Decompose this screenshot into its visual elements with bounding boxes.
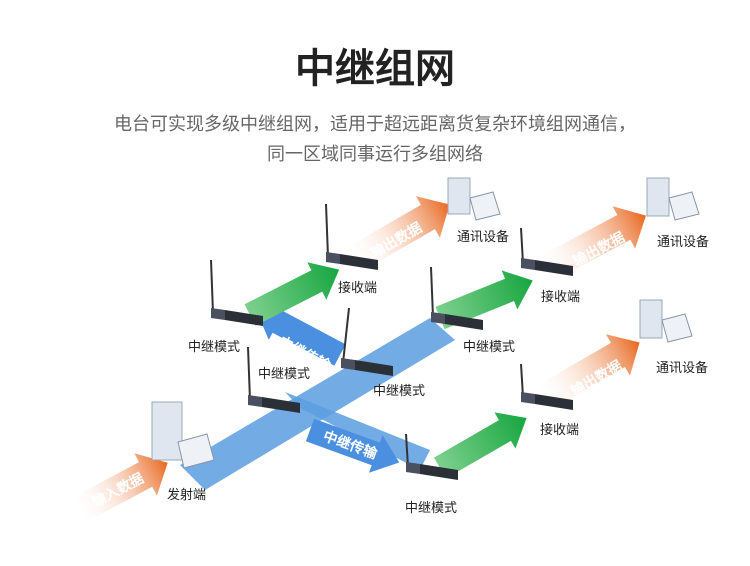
relay-band-secondary — [285, 392, 430, 470]
subtitle-line-2: 同一区域同事运行多组网络 — [267, 144, 483, 165]
relay-mode-label: 中继模式 — [405, 501, 458, 516]
router-icon — [520, 363, 573, 410]
sender-server-laptop-icon — [151, 401, 215, 469]
green-arrow — [434, 412, 527, 479]
relay-mode-label: 中继模式 — [188, 340, 241, 355]
receiver-label: 接收端 — [541, 290, 581, 305]
comm-device-label: 通讯设备 — [457, 230, 510, 245]
relay-arrow-right — [305, 418, 400, 473]
router-icon — [520, 227, 573, 276]
green-arrow — [435, 270, 533, 330]
relay-mode-label: 中继模式 — [463, 340, 516, 355]
router-icon — [405, 433, 458, 480]
receiver-label: 接收端 — [540, 423, 580, 438]
router-icon — [430, 266, 483, 330]
relay-arrow-left — [256, 304, 346, 366]
router-icon — [247, 346, 300, 413]
router-icon — [325, 203, 378, 270]
relay-mode-label: 中继模式 — [258, 367, 311, 382]
comm-device-label: 通讯设备 — [656, 361, 709, 376]
receiver-label: 接收端 — [338, 281, 378, 296]
green-arrow — [244, 262, 340, 326]
sender-label: 发射端 — [167, 488, 207, 503]
server-laptop-icon — [639, 299, 693, 343]
orange-arrow — [533, 334, 640, 413]
orange-arrow — [343, 196, 450, 275]
server-laptop-icon — [447, 177, 501, 221]
page-title: 中继组网 — [295, 46, 455, 92]
router-icon — [210, 259, 263, 326]
relay-band-main — [180, 318, 455, 490]
relay-mode-label: 中继模式 — [373, 384, 426, 399]
comm-device-label: 通讯设备 — [657, 235, 710, 250]
router-icon — [341, 307, 393, 376]
server-laptop-icon — [646, 177, 700, 221]
orange-arrow — [68, 453, 168, 525]
subtitle-line-1: 电台可实现多级中继组网，适用于超远距离货复杂环境组网通信， — [114, 114, 636, 135]
